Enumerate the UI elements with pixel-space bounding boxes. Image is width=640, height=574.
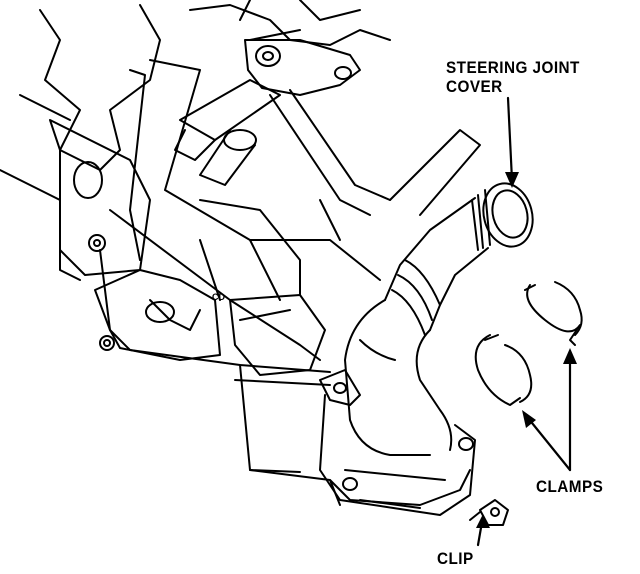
clamp-lower — [474, 334, 533, 406]
clip — [469, 499, 509, 526]
clamp-upper — [524, 281, 583, 346]
clamps-label: CLAMPS — [536, 477, 604, 496]
steering-joint-cover-label: STEERING JOINT COVER — [446, 58, 580, 96]
steering-joint-cover-label-line1: STEERING JOINT — [446, 58, 580, 77]
clip-label: CLIP — [437, 549, 474, 568]
chassis-background — [0, 0, 481, 506]
part-mark-label: CD — [212, 292, 225, 302]
steering-joint-cover — [319, 182, 534, 516]
steering-joint-cover-label-line2: COVER — [446, 77, 503, 96]
arrowheads — [476, 172, 577, 528]
